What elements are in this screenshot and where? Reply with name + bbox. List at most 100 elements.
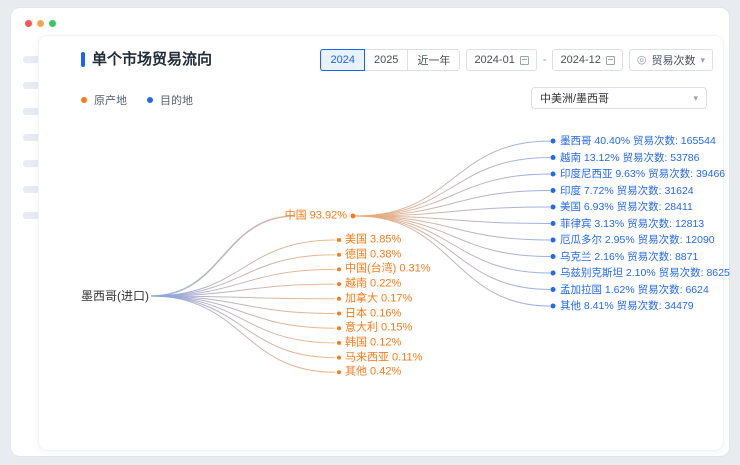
date-from-field[interactable]: 2024-01 <box>466 49 537 71</box>
flow-edge <box>150 254 336 297</box>
app-window: 单个市场贸易流向 2024 2025 近一年 2024-01 - 2024-12… <box>10 7 730 457</box>
sidebar-skeleton-bar <box>23 134 41 141</box>
node-dot <box>550 171 556 177</box>
flow-edge <box>150 295 336 344</box>
flow-edge <box>150 295 336 373</box>
node-dot <box>550 303 556 309</box>
metric-select[interactable]: ◎ 贸易次数 ▾ <box>628 49 713 71</box>
node-dot <box>350 213 356 219</box>
flow-edge <box>150 268 336 297</box>
range-button-2024[interactable]: 2024 <box>320 49 365 71</box>
node-dot <box>337 296 341 301</box>
flow-edge <box>150 295 336 329</box>
destination-legend-label: 目的地 <box>160 95 193 107</box>
destination-node[interactable]: 墨西哥 40.40% 贸易次数: 165544 <box>560 134 716 147</box>
range-button-recent-year[interactable]: 近一年 <box>407 49 461 71</box>
title-accent-bar <box>81 52 85 67</box>
origin-node[interactable]: 马来西亚 0.11% <box>345 351 423 364</box>
chevron-down-icon: ▾ <box>693 92 698 103</box>
destination-node[interactable]: 乌兹别克斯坦 2.10% 贸易次数: 8625 <box>560 266 730 279</box>
node-dot <box>550 204 556 210</box>
destination-node[interactable]: 孟加拉国 1.62% 贸易次数: 6624 <box>560 283 709 296</box>
destination-legend-dot <box>147 97 153 103</box>
date-range-separator: - <box>542 54 547 66</box>
close-window-icon[interactable] <box>25 20 32 27</box>
origin-node[interactable]: 韩国 0.12% <box>345 336 402 349</box>
node-dot <box>337 326 341 331</box>
flow-edge <box>355 215 551 290</box>
node-dot <box>337 311 341 316</box>
node-dot <box>550 237 556 243</box>
flow-edge <box>150 239 336 297</box>
node-dot <box>337 252 341 257</box>
origin-node[interactable]: 越南 0.22% <box>345 277 402 290</box>
origin-node[interactable]: 意大利 0.15% <box>345 321 413 334</box>
calendar-icon <box>519 55 529 65</box>
destination-node[interactable]: 乌克兰 2.16% 贸易次数: 8871 <box>560 250 699 263</box>
flow-edge <box>150 295 336 359</box>
window-controls <box>25 20 56 27</box>
node-dot <box>550 287 556 292</box>
sidebar-skeleton-bar <box>23 108 41 115</box>
sidebar-skeleton-bar <box>23 212 41 219</box>
chart-legend: 原产地 目的地 <box>81 92 193 108</box>
sidebar-skeleton-bar <box>23 82 41 89</box>
date-from-value: 2024-01 <box>474 54 515 66</box>
node-dot <box>337 267 341 272</box>
flow-edge <box>355 206 551 217</box>
flow-edge <box>355 173 551 217</box>
node-dot <box>550 254 556 259</box>
node-dot <box>550 270 556 276</box>
root-node[interactable]: 墨西哥(进口) <box>81 289 149 303</box>
chevron-down-icon: ▾ <box>700 54 705 65</box>
flow-edge <box>150 295 336 300</box>
node-dot <box>550 221 556 226</box>
node-dot <box>550 188 556 193</box>
page-title: 单个市场贸易流向 <box>92 51 213 68</box>
destination-node[interactable]: 印度尼西亚 9.63% 贸易次数: 39466 <box>560 167 726 180</box>
range-button-2025[interactable]: 2025 <box>363 49 409 71</box>
origin-node[interactable]: 日本 0.16% <box>345 307 402 319</box>
origin-node[interactable]: 德国 0.38% <box>345 248 402 261</box>
node-dot <box>337 355 341 360</box>
metric-label: 贸易次数 <box>651 55 696 67</box>
flow-edge <box>150 295 336 314</box>
flow-edge <box>355 215 551 241</box>
flow-edge <box>355 157 551 217</box>
flow-chart: 墨西哥(进口) 中国 93.92% 美国 3.85% 德国 0.38%中国(台湾) 0… <box>39 121 730 446</box>
destination-node[interactable]: 越南 13.12% 贸易次数: 53786 <box>560 151 700 164</box>
origin-node[interactable]: 中国(台湾) 0.31% <box>345 262 431 275</box>
destination-node[interactable]: 美国 6.93% 贸易次数: 28411 <box>560 200 693 213</box>
minimize-window-icon[interactable] <box>37 20 44 27</box>
node-dot <box>337 238 341 242</box>
origin-legend-label: 原产地 <box>94 95 127 107</box>
destination-node[interactable]: 菲律宾 3.13% 贸易次数: 12813 <box>560 217 705 230</box>
date-to-field[interactable]: 2024-12 <box>552 49 623 71</box>
node-dot <box>337 340 341 345</box>
time-range-group: 2024 2025 近一年 <box>320 49 461 71</box>
origin-node[interactable]: 美国 3.85% <box>345 233 402 246</box>
flow-edge <box>150 215 296 297</box>
maximize-window-icon[interactable] <box>49 20 56 27</box>
origin-node[interactable]: 其他 0.42% <box>345 365 402 378</box>
sidebar-skeleton-bar <box>23 160 41 167</box>
flow-chart-svg <box>150 138 556 375</box>
main-origin-node[interactable]: 中国 93.92% <box>284 209 347 222</box>
destination-node[interactable]: 印度 7.72% 贸易次数: 31624 <box>560 184 694 197</box>
calendar-icon <box>605 55 615 65</box>
origin-node[interactable]: 加拿大 0.17% <box>345 292 413 305</box>
market-select[interactable]: 中美洲/墨西哥 ▾ <box>531 87 707 109</box>
flow-edge <box>150 283 336 297</box>
header-controls: 2024 2025 近一年 2024-01 - 2024-12 ◎ 贸易次数 ▾ <box>320 49 713 71</box>
flow-edge <box>355 215 551 307</box>
node-dot <box>337 370 341 375</box>
main-card: 单个市场贸易流向 2024 2025 近一年 2024-01 - 2024-12… <box>39 36 730 450</box>
node-dot <box>550 155 556 160</box>
destination-node[interactable]: 其他 8.41% 贸易次数: 34479 <box>560 299 694 312</box>
flow-edge <box>355 140 551 217</box>
flow-edge <box>355 190 551 217</box>
market-select-value: 中美洲/墨西哥 <box>540 93 610 105</box>
destination-node[interactable]: 厄瓜多尔 2.95% 贸易次数: 12090 <box>560 233 715 246</box>
metric-icon: ◎ <box>636 53 647 66</box>
node-dot <box>550 138 556 144</box>
